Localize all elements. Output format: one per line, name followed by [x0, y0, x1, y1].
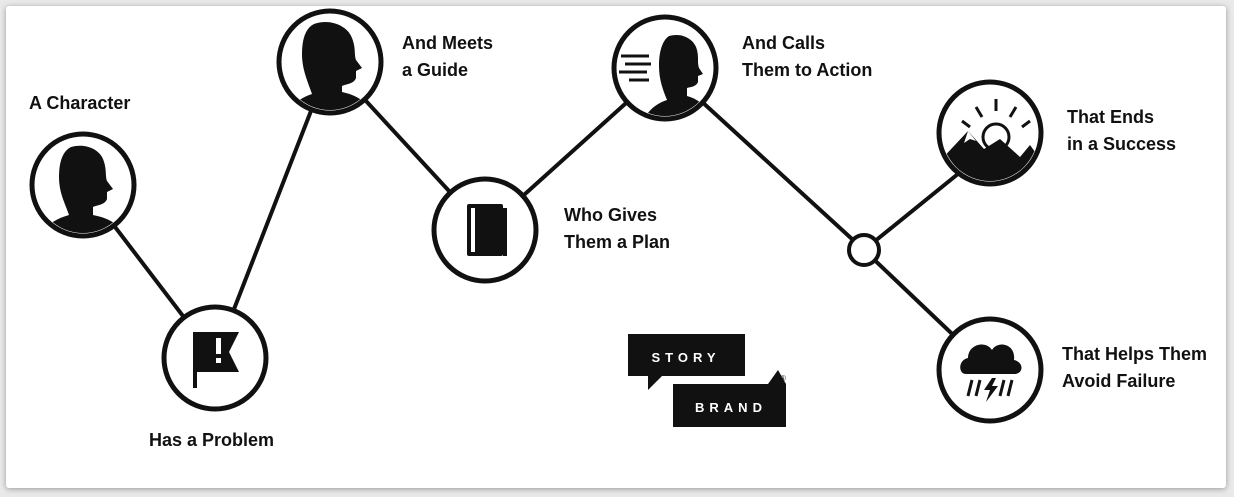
label-plan-line1: Who Gives: [564, 205, 658, 225]
label-success: That Ends in a Success: [1067, 104, 1176, 158]
label-character: A Character: [29, 90, 130, 117]
label-guide-line2: a Guide: [402, 60, 469, 80]
label-failure: That Helps Them Avoid Failure: [1062, 341, 1207, 395]
person-silhouette-icon: [35, 145, 129, 233]
label-plan: Who Gives Them a Plan: [564, 202, 670, 256]
decision-node: [847, 233, 881, 267]
label-guide: And Meets a Guide: [402, 30, 493, 84]
logo-line-brand: BRAND: [695, 400, 767, 415]
label-success-line1: That Ends: [1067, 107, 1155, 127]
label-failure-line1: That Helps Them: [1062, 344, 1208, 364]
label-success-line2: in a Success: [1067, 134, 1177, 154]
label-plan-line2: Them a Plan: [564, 232, 671, 252]
label-problem: Has a Problem: [149, 427, 274, 454]
logo-line-story: STORY: [651, 350, 720, 365]
flag-exclamation-icon: [193, 332, 239, 388]
label-failure-line2: Avoid Failure: [1062, 371, 1176, 391]
storm-cloud-icon: [960, 344, 1022, 402]
label-guide-line1: And Meets: [402, 33, 494, 53]
guide-silhouette-icon: [282, 21, 376, 110]
label-character-line1: A Character: [29, 93, 131, 113]
speaking-person-icon: [619, 35, 713, 116]
label-problem-line1: Has a Problem: [149, 430, 275, 450]
storybrand-logo: STORY BRAND ®: [628, 334, 786, 427]
label-action-line2: Them to Action: [742, 60, 873, 80]
label-action: And Calls Them to Action: [742, 30, 872, 84]
label-action-line1: And Calls: [742, 33, 826, 53]
book-icon: [467, 204, 507, 256]
logo-registered-mark: ®: [780, 374, 786, 383]
